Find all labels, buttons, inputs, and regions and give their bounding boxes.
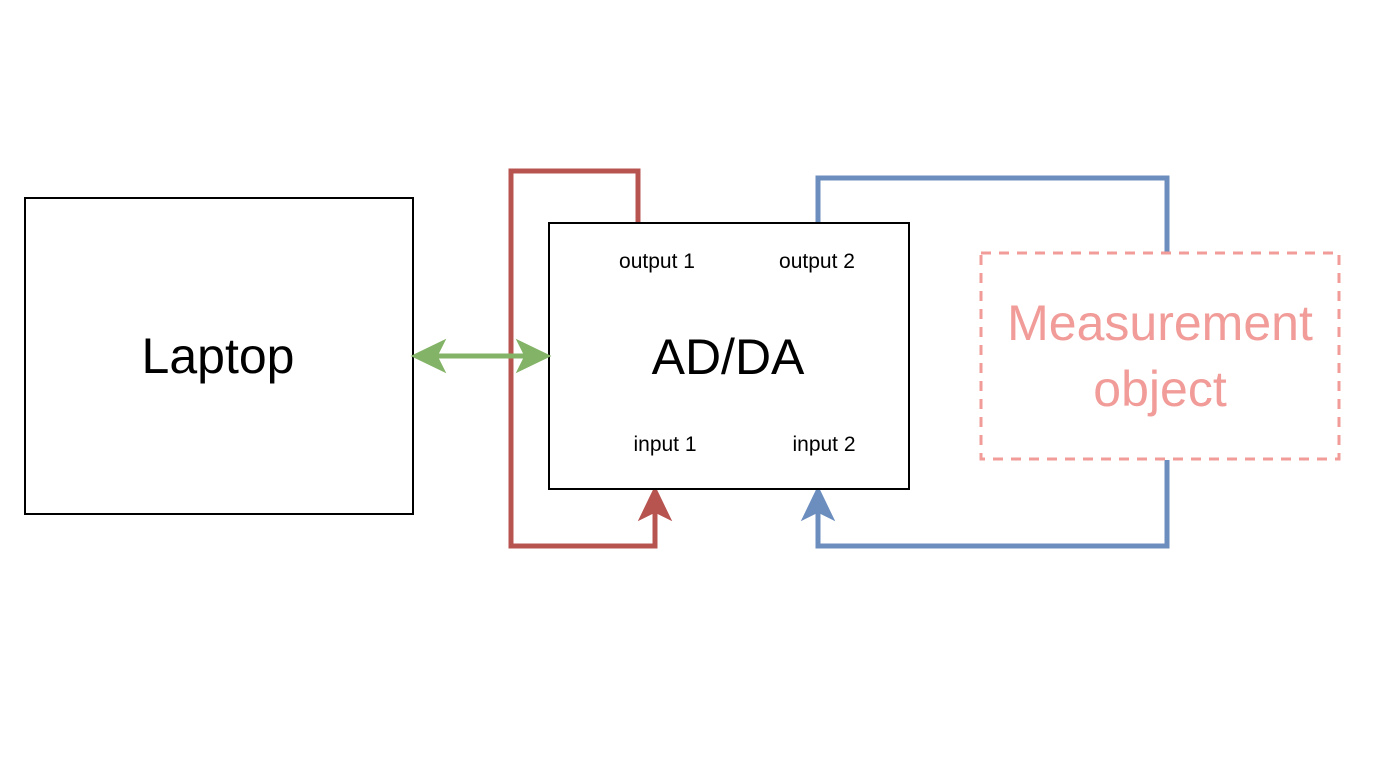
laptop-adda-link [410,338,552,374]
measurement-connection-blue [800,175,1170,549]
blue-bottom-line [815,460,1170,549]
output2-label: output 2 [779,250,855,273]
red-arrowhead [637,485,673,522]
blue-arrowhead [800,485,836,522]
output1-label: output 1 [619,250,695,273]
adda-node: AD/DA output 1 output 2 input 1 input 2 [548,222,910,490]
blue-top-line [815,175,1170,252]
input2-label: input 2 [792,433,855,456]
green-arrowhead-left [410,338,447,374]
measurement-object-label-line1: Measurement [1007,295,1313,351]
measurement-object-box [979,251,1341,461]
laptop-node: Laptop [24,197,414,515]
measurement-object-label-line2: object [1093,361,1227,417]
measurement-object-node: Measurement object [979,251,1341,461]
laptop-box [24,197,414,515]
green-arrowhead-right [515,338,552,374]
adda-label: AD/DA [652,329,805,385]
adda-box [548,222,910,490]
laptop-label: Laptop [142,328,295,384]
input1-label: input 1 [633,433,696,456]
